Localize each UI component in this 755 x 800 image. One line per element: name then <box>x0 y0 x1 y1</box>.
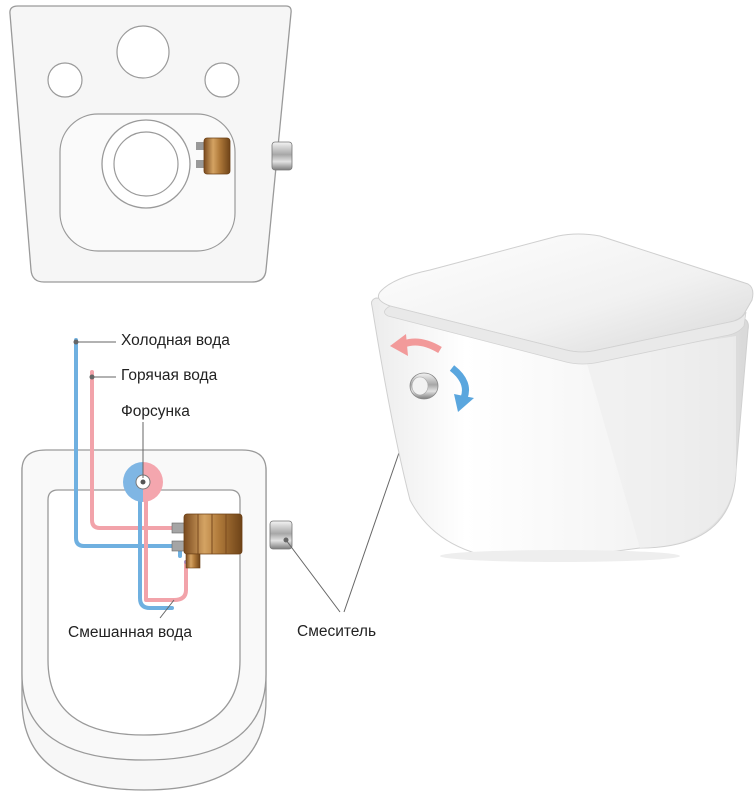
label-hot-water: Горячая вода <box>121 367 218 384</box>
rear-mixer-knob-icon <box>271 141 293 171</box>
brass-valve-icon <box>171 513 243 569</box>
toilet-product-image <box>371 233 754 562</box>
leader-hot-dot <box>89 374 95 380</box>
nozzle-icon <box>123 462 163 502</box>
hot-rotation-arrow-icon <box>390 334 442 356</box>
photo-mixer-knob-icon <box>409 372 439 400</box>
leader-cold-dot <box>73 339 79 345</box>
rear-brass-valve-icon <box>196 137 231 175</box>
hot-water-pipe <box>90 370 182 530</box>
cold-water-pipe <box>74 338 182 558</box>
nozzle-feed-pipe-hot <box>144 494 188 602</box>
nozzle-feed-pipe-cold <box>138 494 174 610</box>
toilet-bowl-front-edge <box>586 336 736 548</box>
label-nozzle: Форсунка <box>121 403 190 420</box>
label-mixed-water: Смешанная вода <box>68 624 192 641</box>
toilet-bowl-shadow <box>440 550 680 562</box>
leader-mixed <box>159 599 175 619</box>
drain-inner-ring <box>113 131 179 197</box>
leader-mixer-front-dot <box>283 537 289 543</box>
mount-hole-left <box>47 62 83 98</box>
leader-mixer-front <box>285 539 341 613</box>
label-mixer: Смеситель <box>297 623 377 640</box>
cold-rotation-arrow-icon <box>449 365 474 412</box>
mixer-knob-icon <box>269 520 293 550</box>
toilet-lid-rim <box>384 305 747 365</box>
label-cold-water: Холодная вода <box>121 332 230 349</box>
rear-view-illustration <box>9 5 293 283</box>
mount-hole-right <box>204 62 240 98</box>
mount-hole-top <box>116 25 170 79</box>
